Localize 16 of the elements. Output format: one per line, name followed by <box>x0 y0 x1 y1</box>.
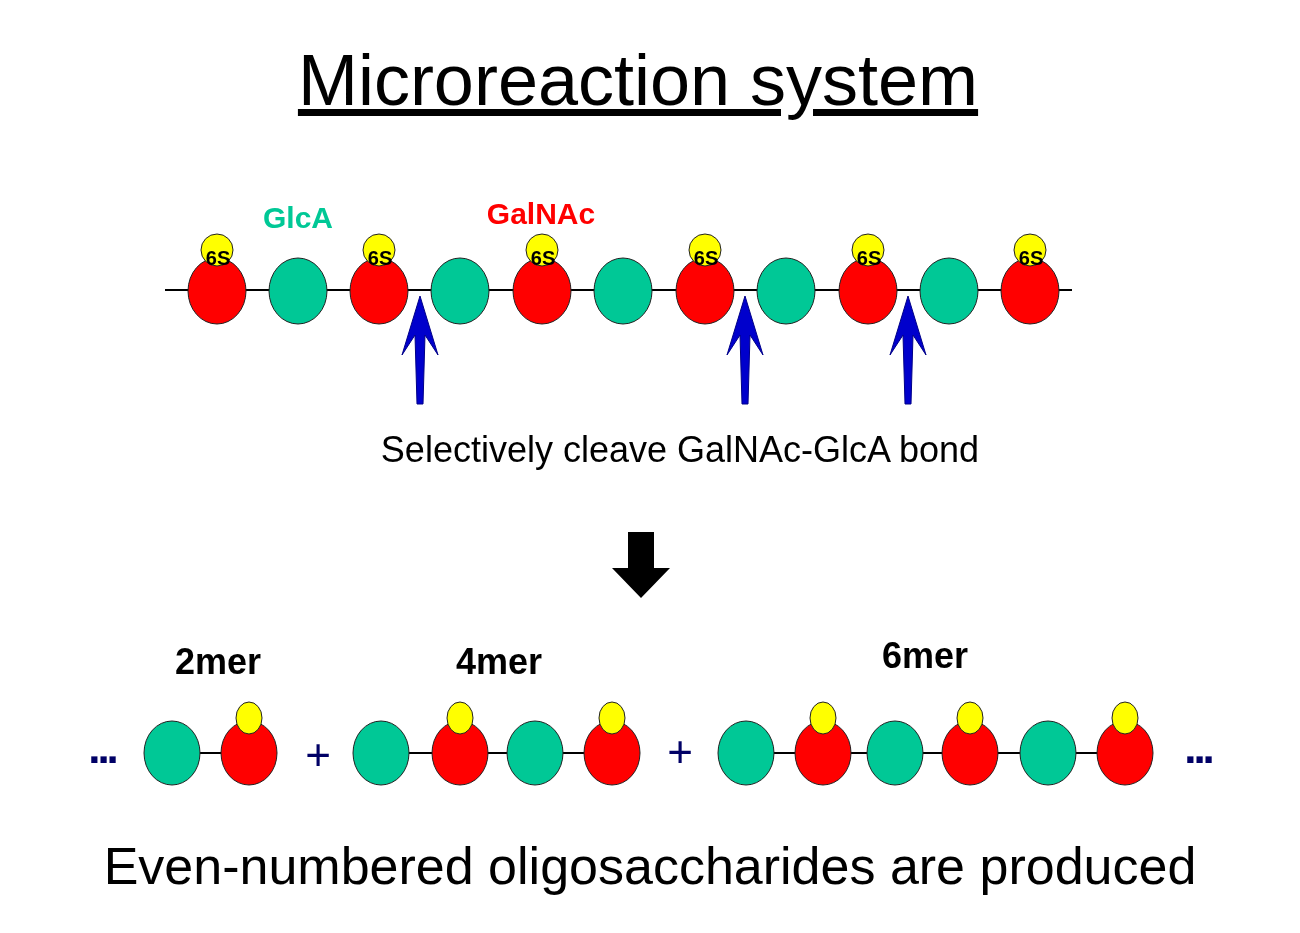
sugar-name: GalNAc <box>486 199 596 229</box>
annotation-text: Selectively cleave GalNAc-GlcA bond <box>380 432 980 468</box>
sugar-name: GlcA <box>263 203 333 233</box>
length-label: 4mer <box>455 644 543 680</box>
sulfate-label: 6S <box>205 248 231 268</box>
sulfate-label: 6S <box>856 248 882 268</box>
sulfate-label: 6S <box>693 248 719 268</box>
ellipsis: ... <box>1184 726 1212 770</box>
ellipsis: ... <box>88 726 116 770</box>
plus-sign: + <box>305 733 331 777</box>
sulfate-label: 6S <box>530 248 556 268</box>
plus-sign: + <box>667 730 693 774</box>
length-label: 6mer <box>881 638 969 674</box>
length-label: 2mer <box>174 644 262 680</box>
sulfate-label: 6S <box>367 248 393 268</box>
sulfate-label: 6S <box>1018 248 1044 268</box>
